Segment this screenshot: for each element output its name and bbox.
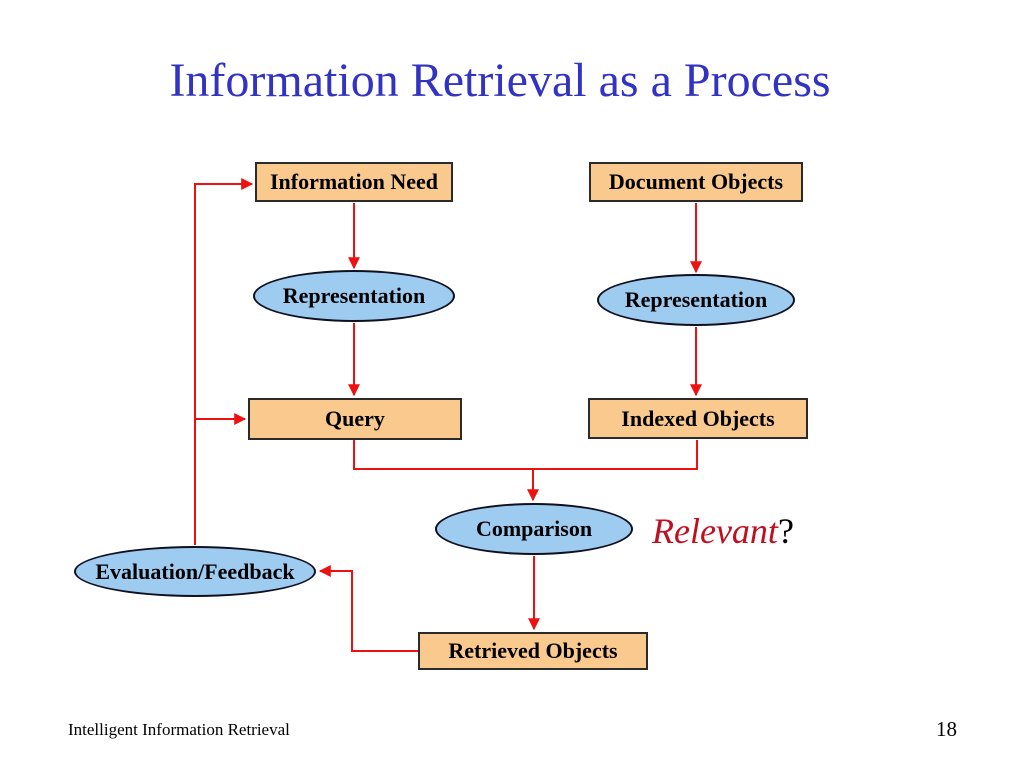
node-label-document-objects: Document Objects [608, 169, 784, 194]
slide-title: Information Retrieval as a Process [169, 54, 831, 107]
node-label-indexed-objects: Indexed Objects [621, 405, 775, 431]
edge-evaluation-to-information-need [194, 178, 254, 545]
page-number: 18 [936, 717, 957, 741]
node-label-representation-query: Representation [282, 283, 426, 308]
relevance-annotation: Relevant? [652, 510, 794, 553]
node-evaluation-feedback: Evaluation/Feedback [74, 546, 316, 597]
node-label-retrieved-objects: Retrieved Objects [448, 638, 618, 663]
node-retrieved-objects: Retrieved Objects [418, 632, 648, 670]
node-comparison: Comparison [435, 503, 633, 555]
edge-query-indexed-join-connector [353, 440, 698, 470]
node-label-query: Query [325, 406, 385, 431]
node-label-comparison: Comparison [475, 516, 593, 541]
node-representation-docs: Representation [597, 274, 795, 326]
relevant-label: Relevant [652, 511, 778, 551]
node-information-need: Information Need [255, 162, 453, 202]
node-label-representation-docs: Representation [624, 287, 768, 312]
node-representation-query: Representation [253, 270, 455, 322]
node-indexed-objects: Indexed Objects [588, 398, 808, 439]
node-query: Query [248, 398, 462, 440]
node-document-objects: Document Objects [589, 162, 803, 202]
node-label-information-need: Information Need [269, 169, 439, 194]
edge-retrieved-objects-to-evaluation [318, 565, 418, 652]
footer-text: Intelligent Information Retrieval [68, 720, 290, 739]
node-label-evaluation-feedback: Evaluation/Feedback [95, 558, 295, 584]
question-mark: ? [777, 511, 794, 551]
